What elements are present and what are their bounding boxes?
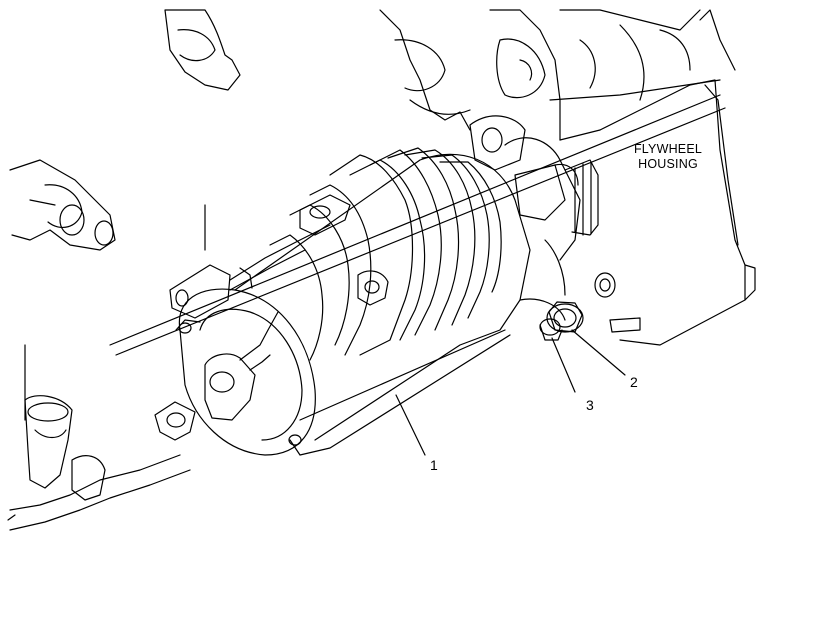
flywheel-housing-label-line2: HOUSING — [638, 157, 698, 171]
leader-lines — [395, 329, 626, 456]
starter-body — [175, 115, 599, 456]
leader-line-1 — [395, 394, 426, 456]
mounting-bolts — [539, 272, 616, 341]
shaft-lines — [109, 94, 726, 356]
leader-line-2 — [571, 329, 626, 376]
callout-2: 2 — [630, 374, 638, 390]
leader-line-3 — [551, 337, 576, 393]
engine-block-outline — [164, 9, 736, 141]
callout-1: 1 — [430, 457, 438, 473]
lower-left-fitting — [7, 344, 196, 531]
flywheel-housing — [549, 79, 756, 346]
callout-3: 3 — [586, 397, 594, 413]
left-pipe-fitting — [9, 159, 116, 251]
flywheel-housing-label-line1: FLYWHEEL — [634, 142, 702, 156]
wiring-connectors — [169, 224, 389, 421]
